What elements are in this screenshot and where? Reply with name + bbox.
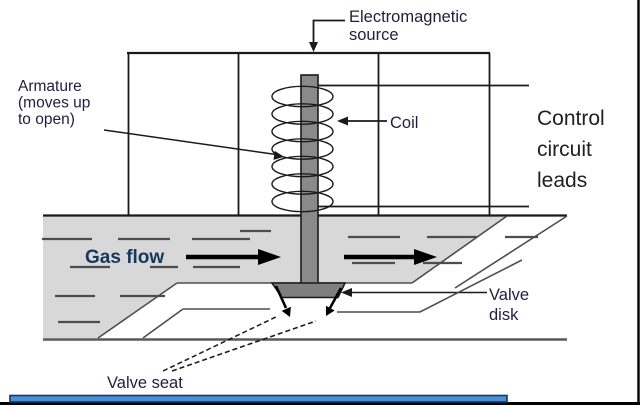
control-circuit-leads-label: Control	[537, 107, 605, 130]
down-arrow-icon	[309, 42, 318, 52]
valve-seat-opening	[97, 282, 178, 339]
duct-perspective-edge-outer	[454, 215, 568, 289]
gas-duct	[42, 214, 568, 341]
electromagnetic-source-leader	[309, 19, 345, 52]
valve-disk-shape	[270, 282, 347, 299]
left-arrow-icon	[337, 116, 348, 126]
coil-winding	[271, 85, 334, 213]
armature-label-line2: (moves up	[18, 95, 90, 112]
electromagnetic-source-label-line2: source	[349, 26, 399, 44]
bottom-border-line	[0, 402, 640, 405]
valve-disk-label-line2: disk	[489, 306, 519, 324]
gas-flow-label: Gas flow	[85, 247, 164, 268]
armature-label: Armature	[18, 78, 82, 95]
valve-seat-label: Valve seat	[107, 374, 183, 392]
footer-bar	[9, 394, 508, 403]
solenoid-frame	[127, 51, 491, 216]
control-circuit-leads-label-line3: leads	[537, 169, 587, 192]
armature-label-line3: to open)	[18, 111, 75, 128]
electromagnetic-source-label: Electromagnetic	[349, 8, 467, 26]
coil-label: Coil	[390, 114, 418, 132]
control-lead-wires	[318, 84, 529, 208]
gas-flow-arrows	[186, 249, 437, 265]
valve-disk-label: Valve	[489, 286, 529, 304]
left-arrow-icon	[341, 288, 352, 297]
armature-leader	[103, 129, 284, 160]
right-arrow-icon	[273, 150, 284, 160]
duct-perspective-edge-inner	[411, 215, 508, 284]
valve-disk-leaders	[337, 259, 523, 313]
control-circuit-leads-label-line2: circuit	[537, 138, 592, 161]
disk-seat-arrows	[274, 285, 343, 317]
gas-flow-dashes	[42, 229, 538, 324]
coil-leader	[337, 116, 387, 126]
valve-seat-leaders	[162, 315, 317, 372]
